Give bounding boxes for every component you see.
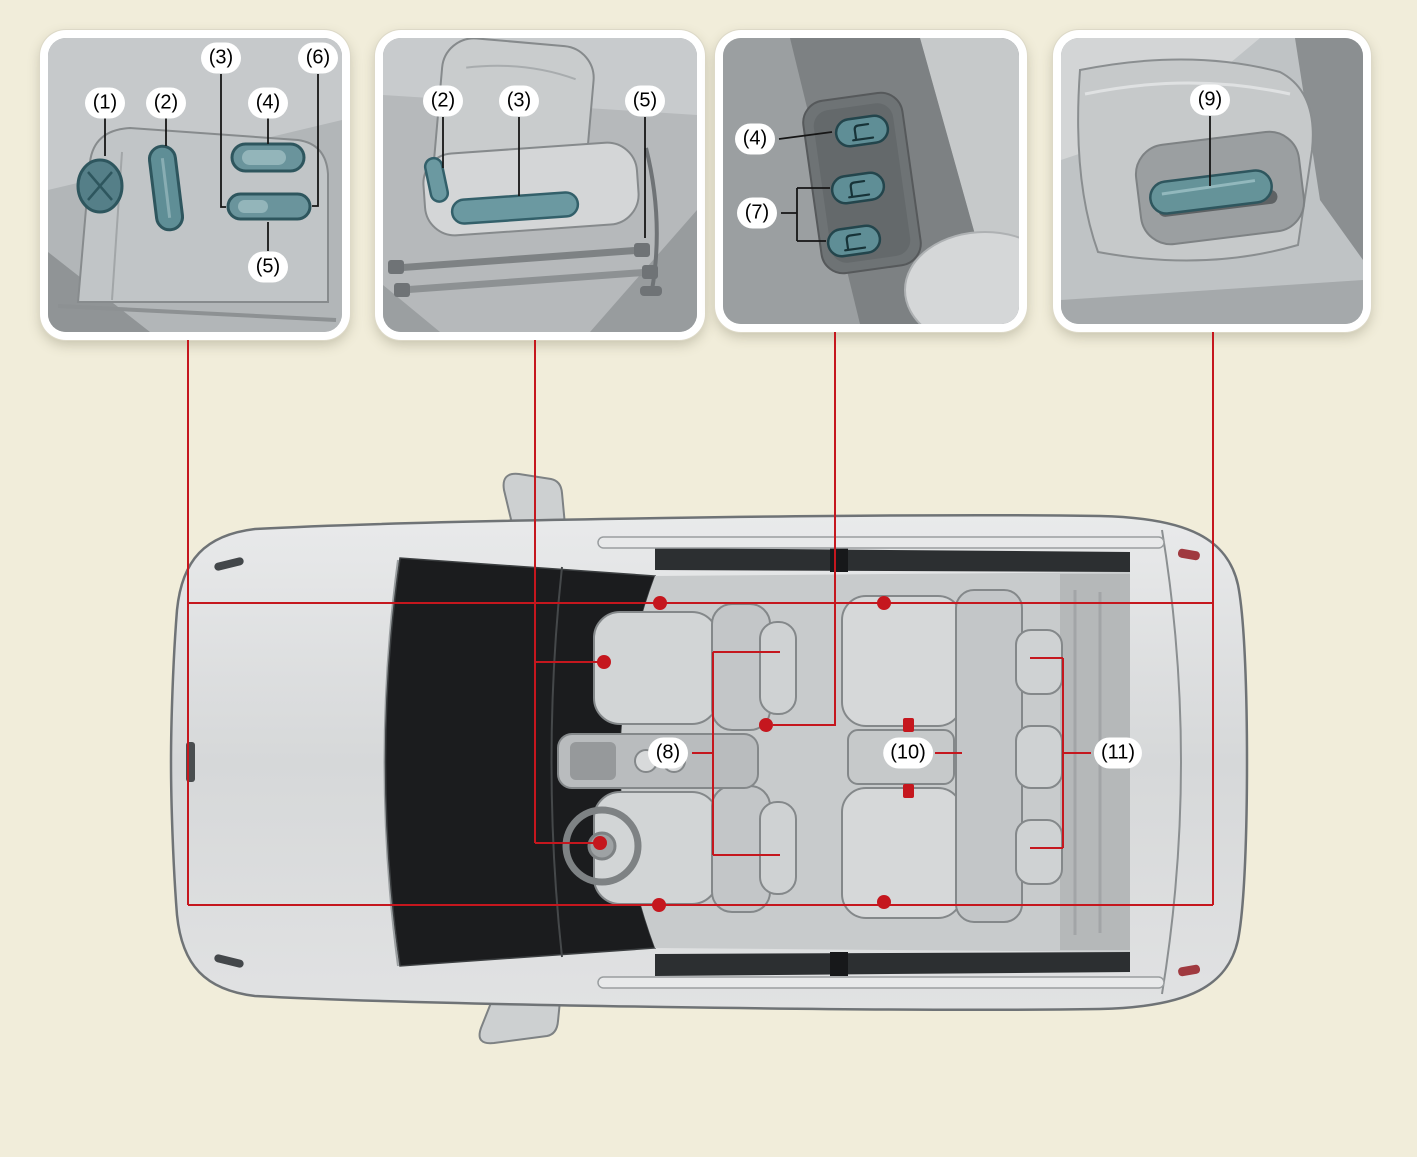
seatback-switch — [147, 144, 185, 232]
fold-button-3 — [826, 224, 882, 258]
side-mirrors — [478, 472, 568, 1045]
seatbelt-buckle — [903, 784, 914, 798]
lumbar-knob — [76, 158, 124, 214]
callout-10: (10) — [883, 737, 933, 769]
height-switch — [230, 142, 306, 173]
seat-rails — [388, 243, 658, 297]
car-body — [169, 514, 1249, 1011]
slide-switch — [226, 192, 312, 221]
callout-4-inset1: (4) — [248, 87, 288, 119]
inset-rear-seat-folding-handle — [1053, 30, 1371, 332]
callout-4-inset3: (4) — [735, 123, 775, 155]
front-badge — [186, 742, 195, 782]
inset-power-seat-side-controls — [40, 30, 350, 340]
callout-8: (8) — [648, 737, 688, 769]
callout-2-inset1: (2) — [146, 87, 186, 119]
power-seat-controls-illustration — [48, 38, 342, 332]
manual-seat-illustration — [383, 38, 697, 332]
seat-cushion-hint — [904, 231, 1019, 324]
red-location-dots — [593, 596, 891, 912]
fold-button-1 — [834, 114, 890, 148]
callout-7: (7) — [737, 197, 777, 229]
front-seats — [593, 603, 797, 913]
callout-5-inset1: (5) — [248, 251, 288, 283]
red-connector-lines — [187, 332, 1214, 906]
callout-9: (9) — [1190, 84, 1230, 116]
seatback-handle-illustration — [1061, 38, 1363, 324]
cabin-interior — [620, 572, 1130, 952]
callout-3-inset2: (3) — [499, 85, 539, 117]
inset-manual-seat-adjusters — [375, 30, 705, 340]
callout-1: (1) — [85, 87, 125, 119]
pillar-buttons-illustration — [723, 38, 1019, 324]
steering-wheel — [562, 806, 642, 886]
fold-button-2 — [830, 171, 886, 205]
callout-6: (6) — [298, 42, 338, 74]
callout-5-inset2: (5) — [625, 85, 665, 117]
height-lever — [450, 191, 580, 225]
slide-loop-lever — [423, 156, 450, 203]
inset-remote-folding-buttons — [715, 30, 1027, 332]
rear-seats — [841, 589, 1063, 923]
glass-and-windows — [384, 548, 1130, 976]
seat-cushion — [422, 141, 640, 237]
callout-2-inset2: (2) — [423, 85, 463, 117]
callout-11: (11) — [1093, 737, 1143, 769]
seatbelt-buckle — [903, 718, 914, 732]
callout-3-inset1: (3) — [201, 42, 241, 74]
folding-strap-handle — [1149, 169, 1273, 215]
